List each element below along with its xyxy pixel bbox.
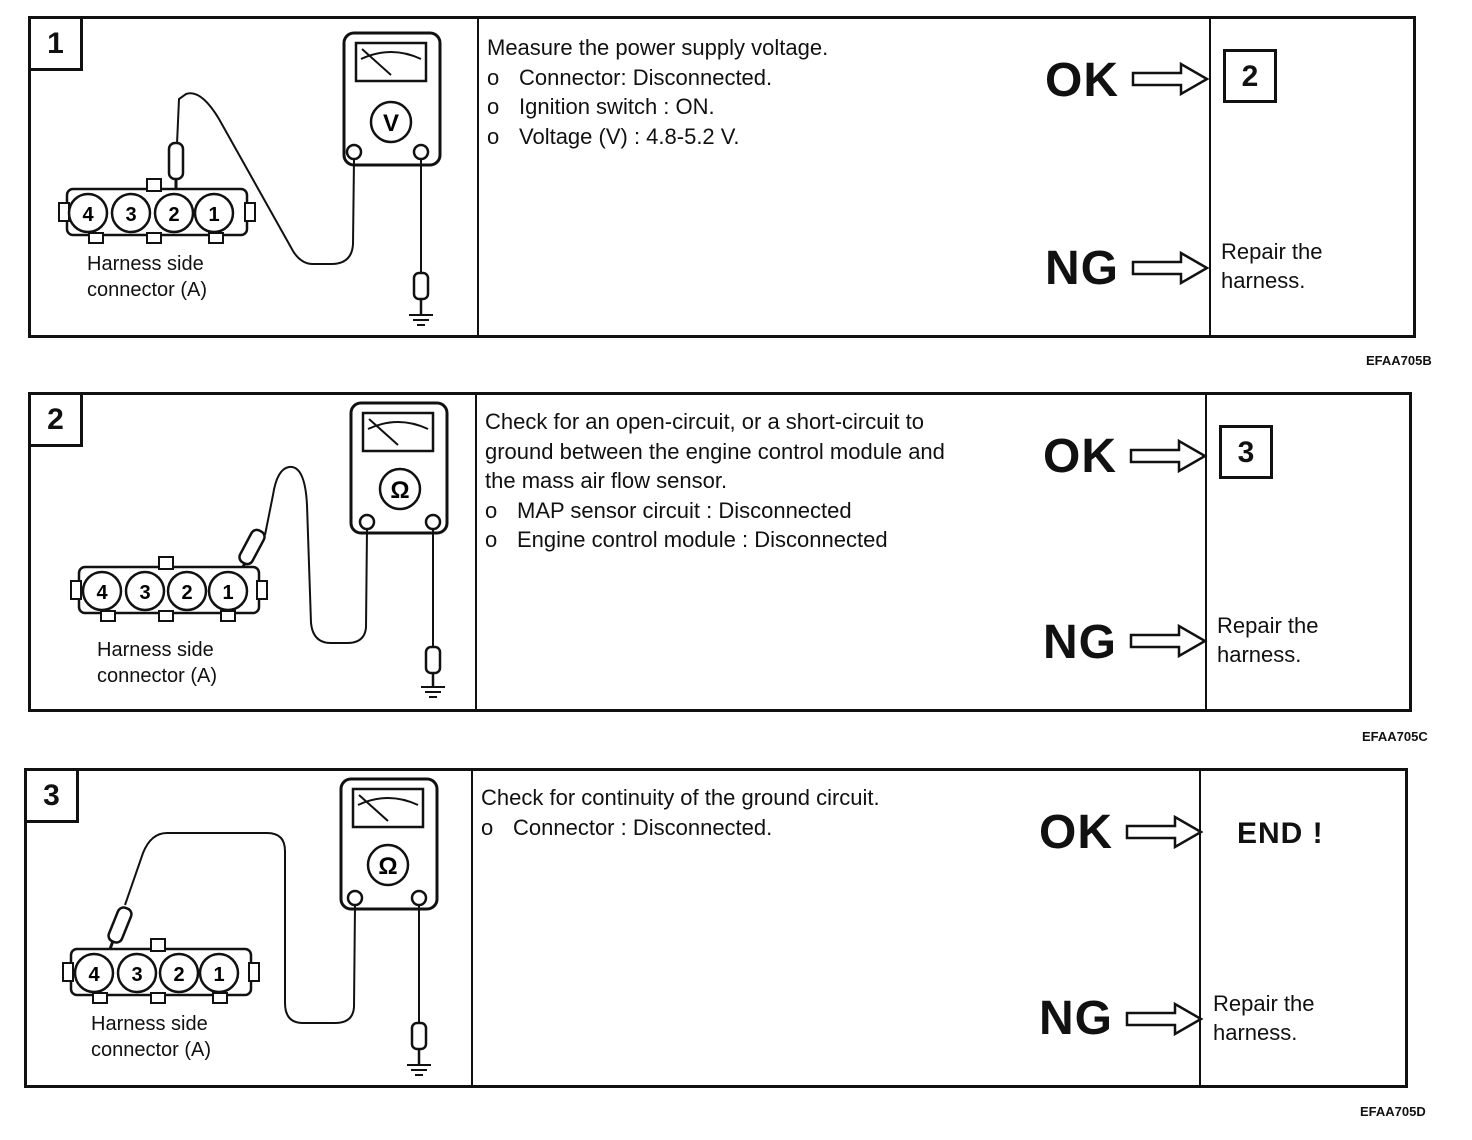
right-arrow-icon [1131,250,1210,286]
ng-result: Repair the harness. [1213,991,1315,1045]
pin-label: 1 [222,582,233,604]
pin-label: 3 [125,204,136,226]
harness-label: Harness side connector (A) [91,1013,212,1061]
step-3-instructions: Check for continuity of the ground circu… [481,783,880,842]
result-column: 2 Repair the harness. [1209,19,1413,335]
instruction-heading: Measure the power supply voltage. [487,35,829,60]
harness-label: Harness side connector (A) [87,253,208,301]
pin-label: 2 [181,582,192,604]
ground-symbol-icon [407,1064,431,1076]
ground-symbol-icon [409,314,433,326]
ground-symbol-icon [421,686,445,698]
ng-label: NG [1039,992,1113,1045]
step-3-circuit-drawing: Ω [62,777,439,1076]
right-arrow-icon [1129,438,1208,474]
pin-label: 2 [168,204,179,226]
ok-label: OK [1045,54,1119,107]
instruction-heading: Check for continuity of the ground circu… [481,785,880,810]
meter-symbol: Ω [390,477,409,504]
meter-symbol: Ω [378,853,397,880]
end-label: END ! [1237,817,1324,850]
pin-label: 1 [213,964,224,986]
step-2-instructions: Check for an open-circuit, or a short-ci… [485,407,945,555]
figure-code: EFAA705B [1366,353,1432,368]
multimeter-icon [342,31,442,167]
pin-label: 4 [96,582,108,604]
figure-code: EFAA705D [1360,1104,1426,1119]
step-1-panel: V [28,16,1416,338]
harness-connector-icon [62,938,260,1004]
multimeter-icon [339,777,439,911]
step-1-illustration: V [31,19,479,335]
right-arrow-icon [1125,1001,1204,1037]
right-arrow-icon [1131,61,1210,97]
ok-label: OK [1043,430,1117,483]
pin-label: 2 [173,964,184,986]
pin-label: 4 [88,964,100,986]
right-arrow-icon [1125,814,1204,850]
next-step-box[interactable]: 3 [1219,425,1273,479]
pin-label: 3 [139,582,150,604]
figure-code: EFAA705C [1362,729,1428,744]
harness-connector-icon [58,178,256,244]
step-number: 2 [31,395,83,447]
pin-label: 1 [208,204,219,226]
ng-label: NG [1043,616,1117,669]
step-1-circuit-drawing: V [58,31,442,326]
step-2-illustration: Ω [31,395,477,709]
step-2-panel: Ω [28,392,1412,712]
instruction-heading: ground between the engine control module… [485,438,945,464]
ok-label: OK [1039,806,1113,859]
step-number: 1 [31,19,83,71]
step-2-circuit-drawing: Ω [70,401,449,698]
next-step-box[interactable]: 2 [1223,49,1277,103]
right-arrow-icon [1129,623,1208,659]
instruction-heading: the mass air flow sensor. [485,468,728,493]
ng-result: Repair the harness. [1221,239,1323,293]
instruction-heading: Check for an open-circuit, or a short-ci… [485,409,924,434]
result-column: 3 Repair the harness. [1205,395,1409,709]
pin-label: 3 [131,964,142,986]
step-3-panel: Ω [24,768,1408,1088]
harness-connector-icon [70,556,268,622]
step-number: 3 [27,771,79,823]
pin-label: 4 [82,204,94,226]
meter-symbol: V [383,110,399,137]
step-3-illustration: Ω [27,771,473,1085]
result-column: END ! Repair the harness. [1199,771,1405,1085]
ng-label: NG [1045,242,1119,295]
harness-label: Harness side connector (A) [97,639,218,687]
ng-result: Repair the harness. [1217,613,1319,667]
multimeter-icon [349,401,449,535]
